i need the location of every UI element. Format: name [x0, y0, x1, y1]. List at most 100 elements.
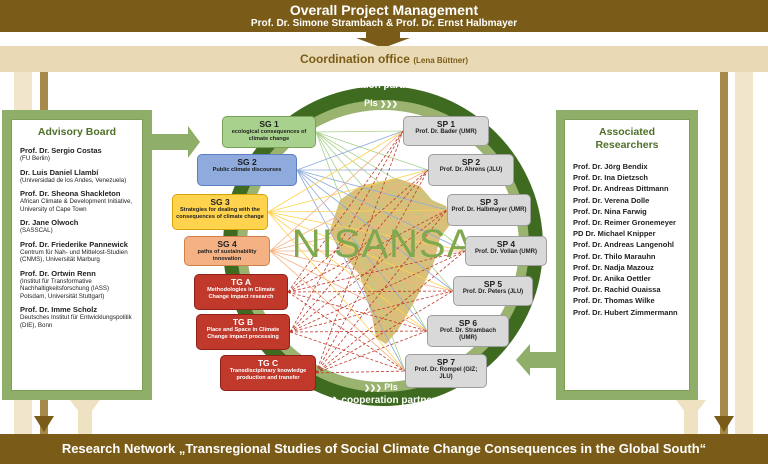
associated-researcher: Prof. Dr. Nadja Mazouz [573, 262, 654, 272]
tg-link [315, 169, 429, 374]
sp-node-description: Prof. Dr. Strambach (UMR) [439, 328, 496, 341]
advisory-board-panel: Advisory Board Prof. Dr. Sergio Costas(F… [2, 110, 152, 400]
sg-link [269, 169, 429, 252]
tg-link [287, 169, 429, 293]
sg-link [269, 250, 428, 332]
tg-link [287, 291, 428, 332]
sp-node-id: SP 6 [458, 318, 478, 328]
advisory-member-name: Dr. Luis Daniel Llambí [20, 167, 99, 177]
advisory-member: Dr. Luis Daniel Llambí(Universidad de lo… [20, 168, 134, 185]
sp-node-id: SP 7 [436, 357, 456, 367]
tg-link [289, 130, 404, 333]
sp-node-id: SP 3 [479, 197, 499, 207]
advisory-member-name: Prof. Dr. Ortwin Renn [20, 268, 96, 278]
tg-link [315, 250, 466, 374]
sp-node-description: Prof. Dr. Rompel (GIZ; JLU) [414, 367, 478, 380]
sg-node-description: Strategies for dealing with the conseque… [176, 207, 264, 220]
advisory-member-name: Prof. Dr. Imme Scholz [20, 305, 98, 314]
advisory-member: Prof. Dr. Sergio Costas(FU Berlin) [20, 146, 134, 163]
tg-link [289, 209, 448, 333]
sp-node-description: Prof. Dr. Bader (UMR) [415, 129, 477, 135]
advisory-member-affiliation: (Universidad de los Andes, Venezuela) [20, 176, 127, 184]
sp-node-description: Prof. Dr. Ahrens (JLU) [439, 167, 503, 173]
sp-node-id: SP 1 [436, 119, 456, 129]
associated-researcher: Prof. Dr. Hubert Zimmermann [573, 307, 678, 317]
sg-link [267, 211, 428, 332]
sg-link [267, 130, 404, 213]
coordination-office-person: (Lena Büttner) [413, 56, 468, 65]
associated-researcher: Prof. Dr. Thilo Marauhn [573, 251, 656, 261]
tg-link [287, 130, 404, 293]
associated-researcher: Prof. Dr. Andreas Langenohl [573, 240, 674, 250]
associated-researcher: Prof. Dr. Andreas Dittmann [573, 184, 669, 194]
advisory-arrow-icon [152, 126, 200, 158]
sg-link [315, 131, 466, 252]
associated-researcher: Prof. Dr. Verena Dolle [573, 195, 650, 205]
sg-link [269, 250, 406, 372]
tg-node-description: Transdisciplinary knowledge production a… [229, 368, 307, 381]
sg-link [296, 169, 406, 372]
sg-node-description: ecological consequences of climate chang… [231, 129, 307, 142]
advisory-member-name: Prof. Dr. Sheona Shackleton [20, 189, 121, 198]
sg-link [296, 169, 448, 211]
advisory-member-name: Prof. Dr. Sergio Costas [20, 146, 102, 155]
sp-node-description: Prof. Dr. Halbmayer (UMR) [451, 207, 527, 213]
ring-bottom-label: ❯❯❯ cooperation partners [318, 395, 442, 406]
tg-node-id: TG C [257, 358, 279, 368]
advisory-member-name: Dr. Jane Olwoch [20, 218, 79, 227]
tg-link [287, 290, 454, 293]
associated-researcher: Prof. Dr. Thomas Wilke [573, 296, 655, 306]
advisory-member: Dr. Jane Olwoch(SASSCAL) [20, 218, 134, 235]
sp-node-id: SP 4 [496, 239, 516, 249]
coordination-office-label: Coordination office [299, 52, 410, 66]
tg-node-description: Place and Space in Climate Change impact… [206, 327, 280, 340]
associated-researcher: Prof. Dr. Anika Oettler [573, 274, 651, 284]
research-network-banner: Research Network „Transregional Studies … [0, 434, 768, 464]
sg-link [267, 169, 429, 213]
sg-link [315, 131, 454, 292]
sg-link [296, 169, 428, 332]
sg-link [315, 131, 428, 332]
advisory-member-affiliation: African Climate & Development Initiative… [20, 198, 133, 213]
sg-link [296, 169, 454, 292]
project-management-title: Overall Project Management [289, 2, 479, 18]
sg-link [315, 130, 404, 133]
sg-node-description: paths of sustainability innovation [197, 249, 257, 262]
associated-researcher: Prof. Dr. Rachid Ouaissa [573, 285, 661, 295]
tg-link [289, 331, 406, 372]
sg-link [269, 250, 454, 292]
sp-node-description: Prof. Dr. Peters (JLU) [462, 289, 524, 295]
sg-link [267, 209, 448, 213]
sg-link [315, 131, 429, 171]
tg-node-id: TG A [231, 277, 251, 287]
tg-link [289, 330, 428, 333]
sg-link [296, 130, 404, 171]
coordination-office-bar: Coordination office (Lena Büttner) [0, 46, 768, 72]
advisory-member-affiliation: (SASSCAL) [20, 227, 53, 234]
advisory-board-title: Advisory Board [37, 126, 117, 138]
network-links [267, 130, 466, 374]
sg-node-id: SG 2 [237, 157, 257, 167]
sg-node-id: SG 1 [259, 119, 279, 129]
advisory-member-affiliation: (FU Berlin) [20, 155, 50, 162]
sp-node-description: Prof. Dr. Vollan (UMR) [475, 249, 537, 255]
advisory-member: Prof. Dr. Ortwin Renn(Institut für Trans… [20, 269, 134, 301]
associated-researcher: Prof. Dr. Nina Farwig [573, 206, 647, 216]
advisory-board-list: Prof. Dr. Sergio Costas(FU Berlin) Dr. Lu… [20, 146, 134, 329]
tg-link [289, 169, 429, 333]
